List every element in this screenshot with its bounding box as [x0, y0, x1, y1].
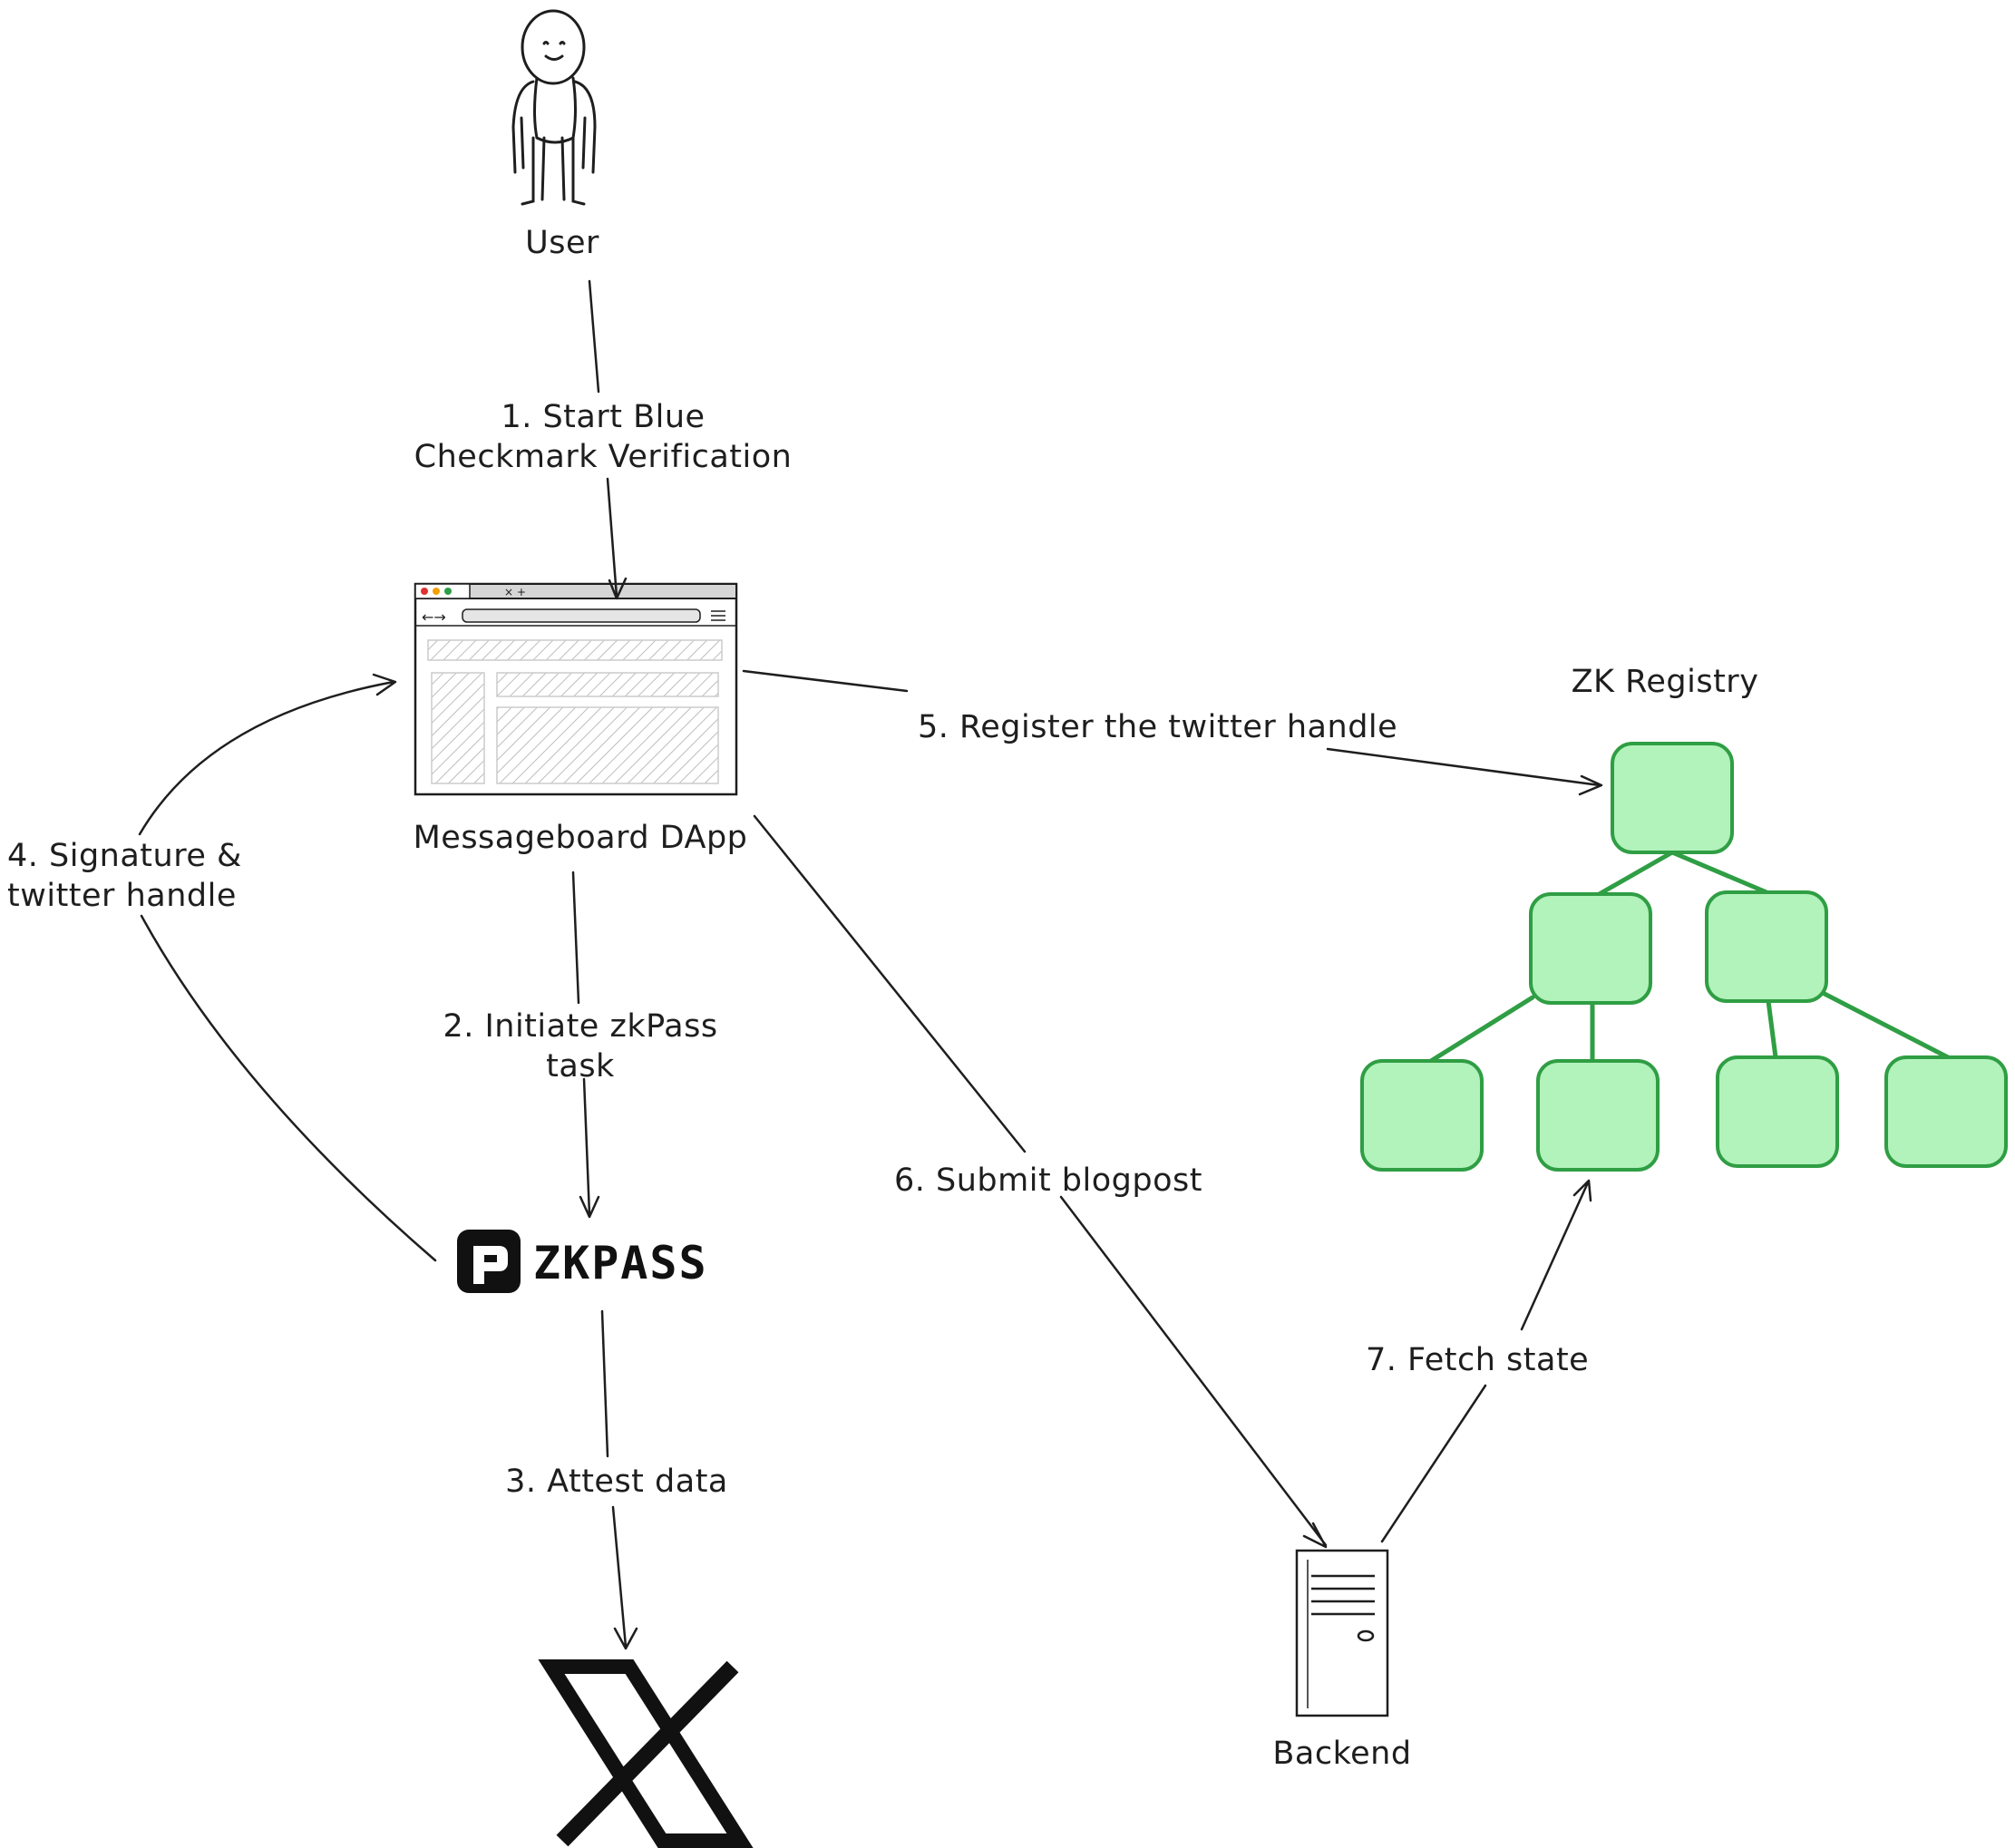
step-1-label-line2: Checkmark Verification — [414, 439, 793, 475]
x-logo — [538, 1659, 754, 1848]
user-label: User — [525, 225, 599, 261]
arrow-step-7 — [1380, 1384, 1487, 1543]
arrow-step-2 — [579, 1077, 600, 1219]
arrow-step-6 — [1059, 1195, 1328, 1549]
registry-label: ZK Registry — [1571, 664, 1759, 700]
zkpass-wordmark: ZKPASS — [533, 1237, 708, 1289]
server-icon — [1295, 1549, 1389, 1717]
arrow-step-5 — [742, 669, 909, 693]
arrow-step-1 — [606, 477, 628, 600]
arrow-step-3 — [600, 1309, 609, 1458]
dapp-label: Messageboard DApp — [413, 820, 748, 856]
browser-window-icon: × + ←→ — [414, 582, 738, 796]
step-1-label-line1: 1. Start Blue — [501, 399, 706, 435]
step-5-label: 5. Register the twitter handle — [918, 709, 1398, 745]
backend-label: Backend — [1272, 1736, 1412, 1772]
arrow-step-6 — [753, 814, 1027, 1153]
arrows — [138, 279, 1603, 1650]
person-icon — [511, 9, 597, 206]
arrow-step-4 — [138, 673, 397, 836]
arrow-step-5 — [1326, 747, 1603, 796]
step-2-label-line1: 2. Initiate zkPass — [443, 1008, 718, 1045]
step-4-label-line1: 4. Signature & — [7, 838, 242, 874]
arrow-step-3 — [611, 1505, 638, 1650]
step-3-label: 3. Attest data — [505, 1464, 728, 1500]
arrow-step-1 — [588, 279, 600, 394]
arrow-step-4 — [140, 914, 437, 1262]
arrow-step-7 — [1520, 1179, 1592, 1331]
step-4-label-line2: twitter handle — [7, 878, 237, 914]
step-2-label-line2: task — [546, 1048, 615, 1084]
arrow-step-2 — [571, 871, 580, 1005]
svg-text:× +: × + — [504, 586, 526, 598]
step-6-label: 6. Submit blogpost — [894, 1162, 1202, 1199]
zkpass-logo — [457, 1230, 521, 1293]
tree-icon — [1360, 742, 2008, 1172]
svg-text:←→: ←→ — [422, 608, 446, 626]
step-7-label: 7. Fetch state — [1366, 1342, 1590, 1378]
